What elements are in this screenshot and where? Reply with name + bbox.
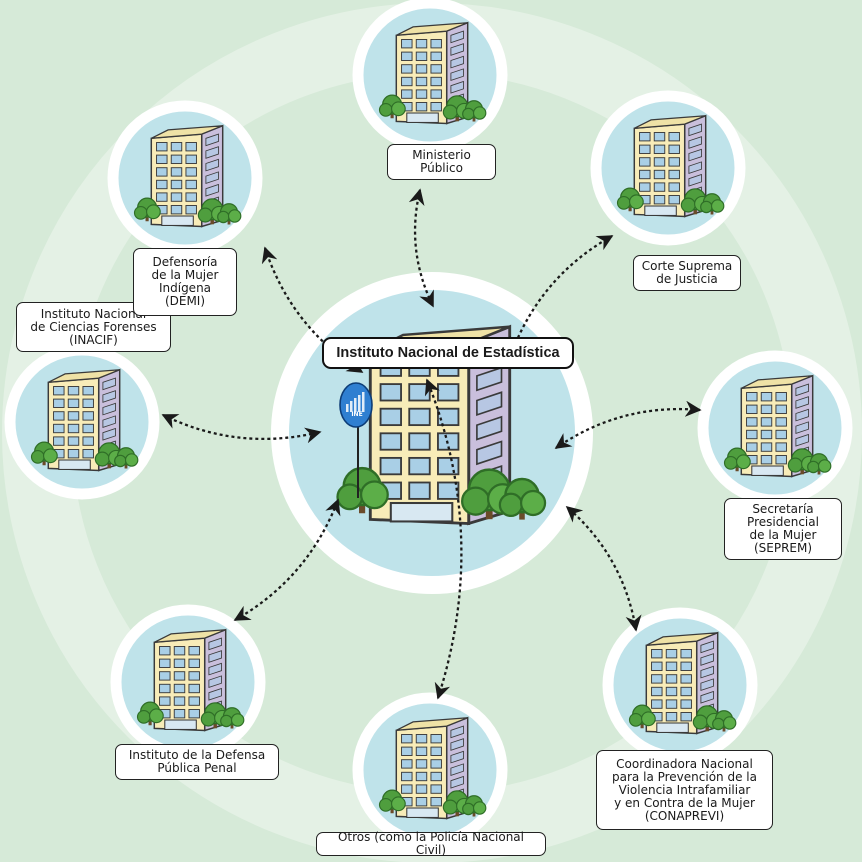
building-icon xyxy=(378,716,487,820)
building-icon xyxy=(30,368,139,472)
building-icon xyxy=(723,374,832,478)
ine-logo-text: INE xyxy=(351,411,362,418)
bidirectional-dotted-arrow-conaprevi xyxy=(565,505,642,632)
label-otros: Otros (como la Policía Nacional Civil) xyxy=(316,830,546,857)
building-icon xyxy=(628,631,737,735)
ine-globe-logo: INE xyxy=(339,382,373,498)
node-label-text: Coordinadora Nacional para la Prevención… xyxy=(612,756,757,823)
label-demi: Defensoría de la Mujer Indígena (DEMI) xyxy=(133,248,237,316)
label-corte-suprema: Corte Suprema de Justicia xyxy=(633,255,741,291)
node-label-text: Otros (como la Policía Nacional Civil) xyxy=(337,830,524,857)
bidirectional-dotted-arrow-defensa-publica xyxy=(233,498,341,622)
bidirectional-dotted-arrow-corte-suprema xyxy=(509,234,614,354)
node-label-text: Instituto Nacional de Ciencias Forenses … xyxy=(30,306,157,347)
node-conaprevi xyxy=(602,607,758,763)
node-label-text: Instituto de la Defensa Pública Penal xyxy=(128,748,266,775)
center-label-text: Instituto Nacional de Estadística xyxy=(336,344,560,361)
bidirectional-dotted-arrow-otros xyxy=(424,378,463,700)
building-icon xyxy=(378,21,487,125)
node-label-text: Secretaría Presidencial de la Mujer (SEP… xyxy=(747,502,819,555)
node-label-text: Defensoría de la Mujer Indígena (DEMI) xyxy=(151,255,219,308)
bidirectional-dotted-arrow-inacif xyxy=(161,413,322,444)
bidirectional-dotted-arrow-seprem xyxy=(554,400,702,449)
node-ministerio-publico xyxy=(352,0,508,153)
building-icon xyxy=(616,114,725,218)
label-ministerio-publico: Ministerio Público xyxy=(387,144,496,180)
node-corte-suprema xyxy=(590,90,746,246)
label-seprem: Secretaría Presidencial de la Mujer (SEP… xyxy=(724,498,842,560)
node-demi xyxy=(107,100,263,256)
center-node: INE xyxy=(271,272,593,594)
center-node-label: Instituto Nacional de Estadística xyxy=(322,337,574,369)
label-defensa-publica: Instituto de la Defensa Pública Penal xyxy=(115,744,279,780)
node-inacif xyxy=(4,344,160,500)
building-icon xyxy=(136,628,245,732)
node-label-text: Corte Suprema de Justicia xyxy=(641,259,733,286)
building-icon xyxy=(133,124,242,228)
node-seprem xyxy=(697,350,853,506)
bidirectional-dotted-arrow-demi xyxy=(261,246,364,373)
node-defensa-publica xyxy=(110,604,266,760)
node-label-text: Ministerio Público xyxy=(412,148,471,175)
bidirectional-dotted-arrow-ministerio-publico xyxy=(408,188,435,308)
node-otros xyxy=(352,692,508,848)
label-conaprevi: Coordinadora Nacional para la Prevención… xyxy=(596,750,773,830)
